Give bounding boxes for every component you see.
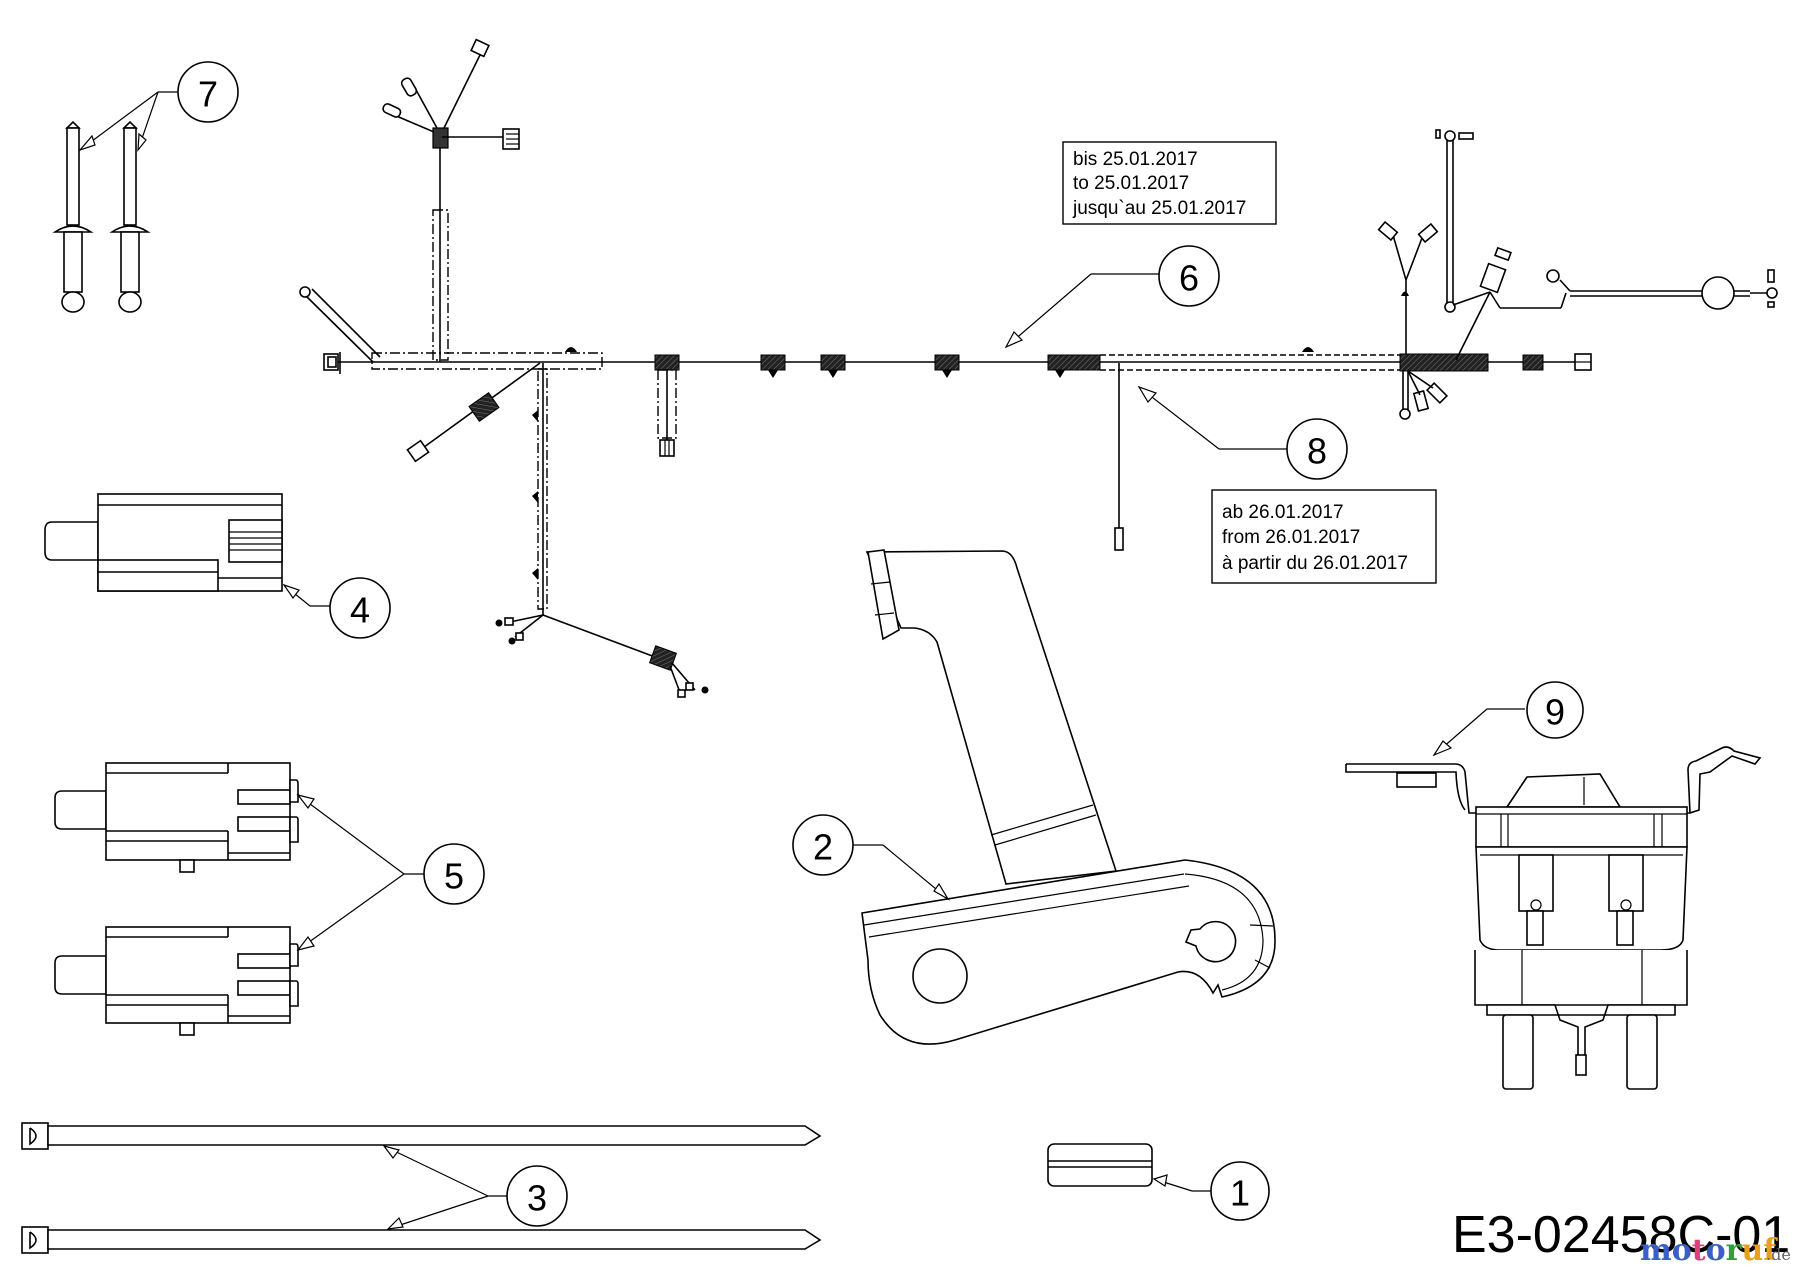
solenoid-terminal-left [1502,1014,1534,1090]
connector-middle-drop [659,439,675,457]
callout-7[interactable]: 7 [78,61,239,152]
terminal-top-left [400,77,418,97]
watermark-letter: f [1763,1233,1778,1268]
cable-tie-top [21,1122,822,1150]
connector-lower-left [406,439,430,463]
callout-9-number: 9 [1545,692,1565,733]
note-before-line-2: to 25.01.2017 [1073,173,1189,194]
callout-2-circle [792,814,854,876]
note-before-line-1: bis 25.01.2017 [1073,149,1198,170]
fuse-cap-part[interactable]: 1 [1047,1143,1270,1221]
callout-2-number: 2 [813,827,833,868]
callout-6[interactable]: 6 [1004,245,1220,349]
callout-7-number: 7 [198,74,218,115]
callout-6-circle [1158,245,1220,307]
bracket-keyed-hole [1184,920,1237,963]
interlock-switch-bottom [54,926,299,1036]
harness-clips [760,354,1101,378]
note-after-line-2: from 26.01.2017 [1222,527,1360,548]
connector-drop [1114,527,1124,551]
note-before-line-3: jusqu`au 25.01.2017 [1072,198,1246,219]
watermark-letter: r [1726,1233,1743,1268]
callout-3-number: 3 [527,1178,547,1219]
cable-tie-part[interactable]: 3 [21,1122,822,1254]
interlock-switch-top [54,762,299,873]
wiring-harness[interactable]: 6 8 [299,38,1778,698]
callout-5-number: 5 [444,856,464,897]
inline-fuse-ring [1701,276,1735,310]
callout-8-number: 8 [1307,431,1327,472]
watermark-letter: t [1692,1233,1706,1268]
callout-4-circle [329,577,391,639]
callout-5[interactable]: 5 [296,793,485,952]
harness-grommet-lower [648,645,678,671]
callout-3-circle [506,1165,568,1227]
watermark-suffix: .de [1766,1245,1791,1264]
callout-8-circle [1286,418,1348,480]
watermark-letter: u [1741,1233,1763,1268]
watermark-text: motoruf [1640,1233,1778,1268]
plunger-switch-part[interactable]: 4 [44,493,391,639]
harness-left-connector [323,352,341,374]
watermark-letter: o [1706,1233,1726,1268]
callout-4-number: 4 [350,590,370,631]
drawing-number: E3-02458C-01 [1452,1206,1790,1264]
harness-ring-lead-left [299,286,381,363]
connector-top [470,38,490,58]
harness-sleeve-left [371,352,603,370]
note-after-line-3: à partir du 26.01.2017 [1222,553,1408,574]
solenoid-part[interactable]: 9 [1345,681,1762,1090]
solenoid-terminal-right [1626,1014,1658,1090]
callout-9-circle [1526,681,1584,739]
harness-grommet-left [468,392,500,422]
harness-clip-1 [654,354,680,371]
interlock-switch-part[interactable]: 5 [54,762,485,1036]
callout-1-number: 1 [1230,1173,1250,1214]
callout-8[interactable]: 8 [1137,385,1348,480]
note-after-date: ab 26.01.2017 from 26.01.2017 à partir d… [1211,489,1437,584]
harness-junction-upper [432,127,449,149]
ignition-bracket-part[interactable]: 2 [792,549,1276,1045]
note-after-line-1: ab 26.01.2017 [1222,502,1344,523]
callout-1-circle [1210,1161,1270,1221]
terminal-left [382,103,402,118]
callout-5-circle [423,843,485,905]
callout-7-circle [177,61,239,123]
rivet-right [109,120,151,313]
callout-4[interactable]: 4 [282,577,391,639]
callout-6-number: 6 [1179,258,1199,299]
rivet-part[interactable]: 7 [52,61,239,313]
relay-box [1479,262,1507,294]
callout-2[interactable]: 2 [792,814,950,901]
note-before-date: bis 25.01.2017 to 25.01.2017 jusqu`au 25… [1062,141,1277,225]
watermark-letter: m [1640,1233,1672,1268]
callout-9[interactable]: 9 [1432,681,1584,757]
callout-1[interactable]: 1 [1152,1161,1270,1221]
bracket-hole [912,948,968,1004]
cable-tie-bottom [21,1226,822,1254]
rivet-left [52,120,94,313]
harness-junction-right [1399,353,1489,372]
watermark-letter: o [1672,1233,1692,1268]
callout-3[interactable]: 3 [382,1144,568,1230]
watermark-logo: motoruf .de [1640,1233,1791,1268]
